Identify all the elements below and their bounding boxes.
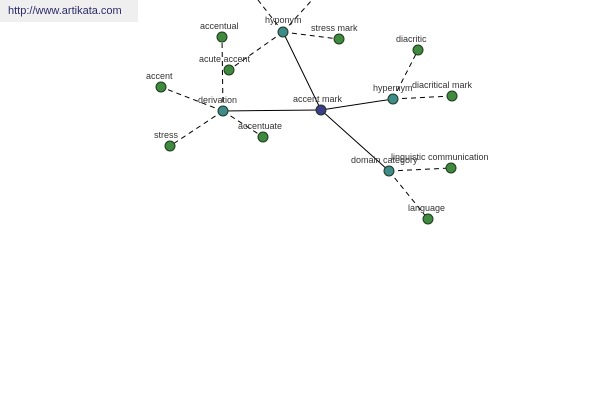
- node-label-diacritical-mark[interactable]: diacritical mark: [412, 80, 473, 90]
- edge-hypernym-to-diacritic: [392, 49, 419, 100]
- node-derivation[interactable]: derivation: [198, 95, 237, 117]
- node-label-accent[interactable]: accent: [146, 71, 173, 81]
- node-dot-hypernym[interactable]: [387, 93, 399, 105]
- node-hypernym[interactable]: hypernym: [373, 83, 413, 105]
- node-language[interactable]: language: [408, 203, 445, 225]
- node-label-linguistic-communication[interactable]: linguistic communication: [391, 152, 489, 162]
- edge-accent-mark-to-hypernym: [320, 98, 394, 111]
- node-stress[interactable]: stress: [154, 130, 179, 152]
- edge-derivation-to-stress: [169, 110, 224, 147]
- edge-hyponym-to-stress-mark: [282, 31, 340, 40]
- node-label-hypernym[interactable]: hypernym: [373, 83, 413, 93]
- edge-derivation-to-accentuate: [222, 110, 264, 138]
- node-dot-accentuate[interactable]: [257, 131, 269, 143]
- nodes-layer: accent mark hyponym hypernym derivation doma…: [146, 15, 489, 225]
- node-label-stress[interactable]: stress: [154, 130, 179, 140]
- node-dot-domain-category[interactable]: [383, 165, 395, 177]
- node-label-accentual[interactable]: accentual: [200, 21, 239, 31]
- node-label-derivation[interactable]: derivation: [198, 95, 237, 105]
- edges-layer: [160, 0, 453, 220]
- edge-accent-mark-to-domain-category: [320, 109, 390, 172]
- node-label-accent-mark[interactable]: accent mark: [293, 94, 343, 104]
- node-dot-accentual[interactable]: [216, 31, 228, 43]
- node-dot-diacritic[interactable]: [412, 44, 424, 56]
- node-accent[interactable]: accent: [146, 71, 173, 93]
- edge-domain-category-to-language: [388, 170, 429, 220]
- edge-derivation-to-accentual: [221, 36, 224, 112]
- node-diacritic[interactable]: diacritic: [396, 34, 427, 56]
- edge-accent-mark-to-hyponym: [282, 31, 322, 111]
- node-label-hyponym[interactable]: hyponym: [265, 15, 302, 25]
- node-dot-stress[interactable]: [164, 140, 176, 152]
- node-dot-language[interactable]: [422, 213, 434, 225]
- node-dot-accent[interactable]: [155, 81, 167, 93]
- node-label-language[interactable]: language: [408, 203, 445, 213]
- node-acute-accent[interactable]: acute accent: [199, 54, 251, 76]
- node-label-diacritic[interactable]: diacritic: [396, 34, 427, 44]
- node-label-acute-accent[interactable]: acute accent: [199, 54, 251, 64]
- node-diacritical-mark[interactable]: diacritical mark: [412, 80, 473, 102]
- node-label-domain-category[interactable]: domain category: [351, 155, 418, 165]
- node-label-stress-mark[interactable]: stress mark: [311, 23, 358, 33]
- node-hyponym[interactable]: hyponym: [265, 15, 302, 38]
- node-accentual[interactable]: accentual: [200, 21, 239, 43]
- node-accentuate[interactable]: accentuate: [238, 121, 282, 143]
- node-accent-mark[interactable]: accent mark: [293, 94, 343, 116]
- node-dot-stress-mark[interactable]: [333, 33, 345, 45]
- edge-accent-mark-to-derivation: [222, 109, 322, 112]
- edge-hypernym-to-diacritical-mark: [392, 95, 453, 100]
- node-label-accentuate[interactable]: accentuate: [238, 121, 282, 131]
- edge-hyponym-to-acute-accent: [228, 31, 284, 71]
- edge-derivation-to-accent: [160, 86, 224, 112]
- node-domain-category[interactable]: domain category: [351, 155, 418, 177]
- watermark-url: http://www.artikata.com: [0, 0, 138, 22]
- node-dot-accent-mark[interactable]: [315, 104, 327, 116]
- node-dot-derivation[interactable]: [217, 105, 229, 117]
- edge-offscreen-stub-2: [282, 0, 313, 33]
- node-dot-linguistic-communication[interactable]: [445, 162, 457, 174]
- node-linguistic-communication[interactable]: linguistic communication: [391, 152, 489, 174]
- edge-offscreen-stub-1: [257, 0, 284, 33]
- node-dot-diacritical-mark[interactable]: [446, 90, 458, 102]
- node-dot-hyponym[interactable]: [277, 26, 289, 38]
- node-dot-acute-accent[interactable]: [223, 64, 235, 76]
- edge-domain-category-to-linguistic-communication: [388, 167, 452, 172]
- node-stress-mark[interactable]: stress mark: [311, 23, 358, 45]
